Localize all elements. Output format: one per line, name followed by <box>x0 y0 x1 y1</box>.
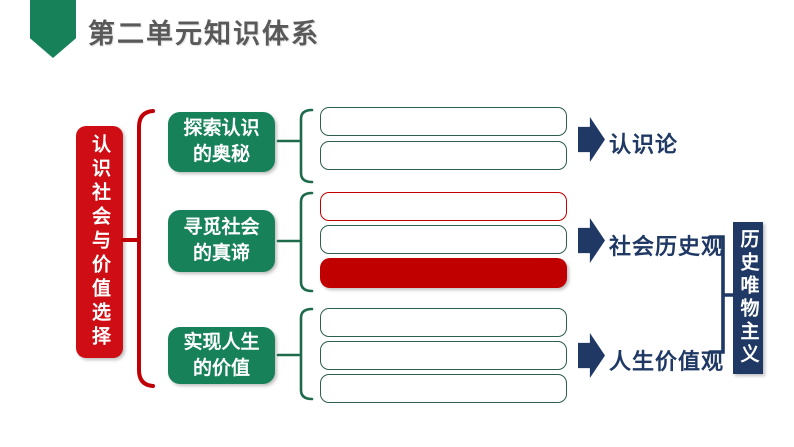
branch-node-life-value: 实现人生 的价值 <box>168 327 275 384</box>
red-brace-connector <box>121 109 155 388</box>
branch-label-line2: 的奥秘 <box>192 144 250 165</box>
empty-slot-box <box>320 107 567 136</box>
result-label-life-values: 人生价值观 <box>609 349 725 374</box>
branch-label-line1: 实现人生 <box>183 331 260 353</box>
root-node: 认识社会与价值选择 <box>76 126 123 358</box>
branch-label-line1: 寻觅社会 <box>183 217 260 239</box>
empty-slot-box <box>320 225 567 254</box>
green-brace-connector <box>276 191 314 293</box>
empty-slot-box <box>320 374 567 403</box>
branch-label-line2: 的价值 <box>192 357 250 379</box>
branch-label-line1: 探索认识 <box>183 118 260 140</box>
result-label-social-history: 社会历史观 <box>609 234 725 259</box>
root-node-label: 认识社会与价值选择 <box>89 134 110 350</box>
filled-slot-box-red <box>320 258 567 288</box>
branch-node-cognition: 探索认识 的奥秘 <box>168 112 275 172</box>
right-arrow-icon <box>578 218 605 263</box>
branch-node-society: 寻觅社会 的真谛 <box>168 210 275 272</box>
empty-slot-box <box>320 141 567 170</box>
empty-slot-box <box>320 341 567 370</box>
empty-slot-box <box>320 308 567 337</box>
page-title: 第二单元知识体系 <box>88 19 320 49</box>
right-arrow-icon <box>578 117 605 162</box>
empty-slot-box-red <box>320 192 567 221</box>
side-node-historical-materialism: 历史唯物主义 <box>733 222 763 374</box>
result-label-epistemology: 认识论 <box>609 132 679 157</box>
branch-label-line2: 的真谛 <box>192 243 250 264</box>
right-arrow-icon <box>578 333 605 378</box>
green-brace-connector <box>276 307 314 401</box>
bookmark-ribbon-icon <box>30 0 76 58</box>
side-node-label: 历史唯物主义 <box>737 229 759 367</box>
green-brace-connector <box>276 108 314 184</box>
